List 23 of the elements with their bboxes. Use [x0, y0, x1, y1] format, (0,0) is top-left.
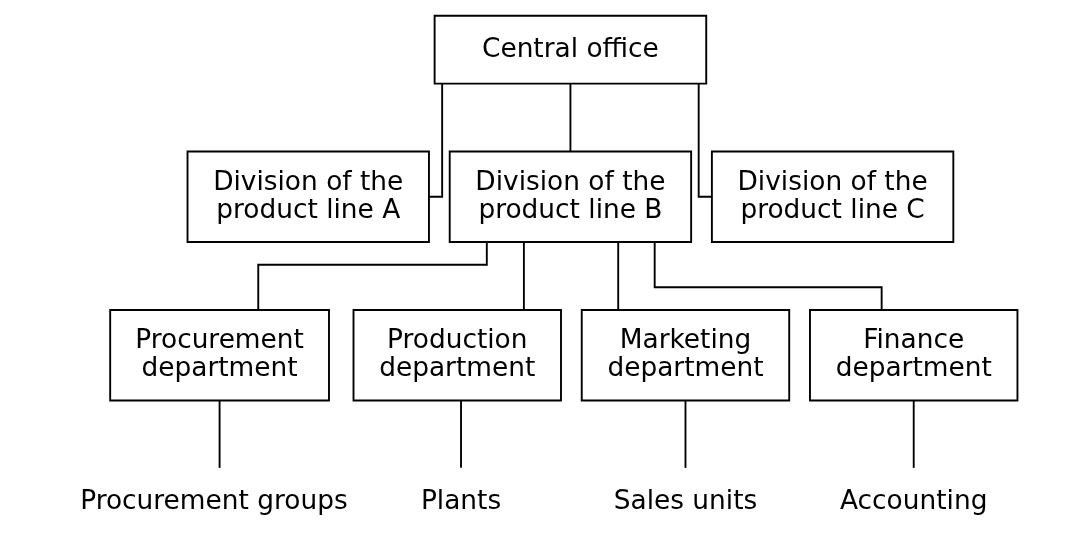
connector — [697, 82, 712, 198]
connector — [653, 241, 883, 311]
node-box: Production department — [352, 309, 562, 402]
node-box: Marketing department — [580, 309, 790, 402]
node-box: Division of the product line A — [186, 150, 430, 243]
node-text: Procurement groups — [79, 484, 348, 516]
node-box: Central office — [433, 14, 707, 85]
connector — [459, 400, 462, 469]
connector — [256, 241, 488, 311]
connector — [568, 82, 571, 153]
node-box: Finance department — [808, 309, 1018, 402]
connector — [616, 241, 619, 311]
node-box: Procurement department — [108, 309, 330, 402]
connector — [522, 241, 525, 311]
node-text: Plants — [420, 484, 501, 516]
connector — [684, 400, 686, 469]
node-box: Division of the product line B — [448, 150, 692, 243]
node-box: Division of the product line C — [710, 150, 954, 243]
connector — [218, 400, 221, 469]
node-text: Accounting — [839, 484, 987, 516]
connector — [912, 400, 915, 469]
node-text: Sales units — [613, 484, 757, 516]
connector — [427, 82, 443, 198]
